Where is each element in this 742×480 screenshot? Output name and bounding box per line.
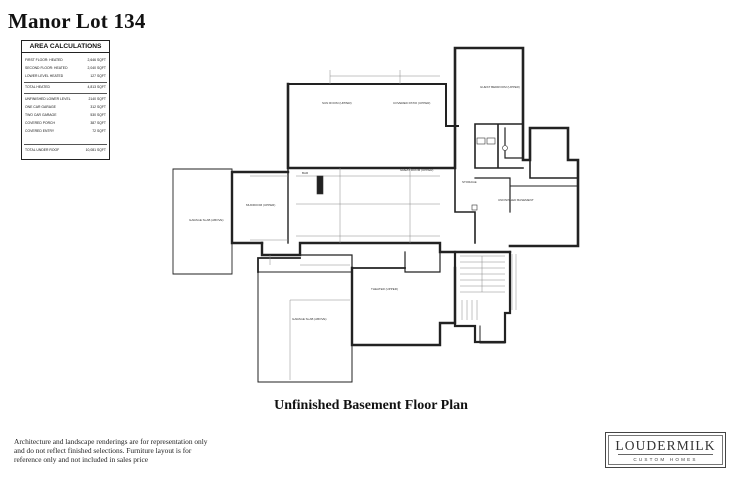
brand-logo: LOUDERMILK CUSTOM HOMES <box>605 432 726 468</box>
plan-caption: Unfinished Basement Floor Plan <box>274 398 468 413</box>
logo-frame <box>608 435 723 465</box>
room-label-garage-left: GARAGE SLAB (ABOVE) <box>189 218 224 222</box>
disclaimer: Architecture and landscape renderings ar… <box>14 437 244 464</box>
area-calculations-heading: AREA CALCULATIONS <box>22 41 109 53</box>
room-label-sunroom: SUN ROOM (UPPER) <box>322 101 352 105</box>
room-label-storage: STORAGE <box>462 180 477 184</box>
logo-wordmark: LOUDERMILK <box>615 438 716 453</box>
room-label-great-room: GREAT ROOM (UPPER) <box>400 168 433 172</box>
disclaimer-line: Architecture and landscape renderings ar… <box>14 437 208 446</box>
room-label-garage-bottom: GARAGE SLAB (ABOVE) <box>292 317 327 321</box>
logo-divider <box>618 454 713 455</box>
room-label-unfinished: UNFINISHED BASEMENT <box>498 198 534 202</box>
divider <box>24 82 107 83</box>
floor-plan-drawing: SUN ROOM (UPPER) COVERED PATIO (UPPER) G… <box>172 46 580 383</box>
room-label-theater: THEATER (UPPER) <box>371 287 398 291</box>
disclaimer-line: reference only and not included in sales… <box>14 455 149 464</box>
room-label-guest-bedroom: GUEST BEDROOM (UPPER) <box>480 85 520 89</box>
divider <box>24 144 107 145</box>
disclaimer-line: and do not reflect finished selections. … <box>14 446 192 455</box>
page-title: Manor Lot 134 <box>8 9 146 33</box>
room-label-bar: BAR <box>302 171 309 175</box>
divider <box>24 93 107 94</box>
logo-tagline: CUSTOM HOMES <box>633 457 698 462</box>
room-label-mudroom: MUDROOM (UPPER) <box>246 203 275 207</box>
room-label-covered-patio: COVERED PATIO (UPPER) <box>393 101 430 105</box>
